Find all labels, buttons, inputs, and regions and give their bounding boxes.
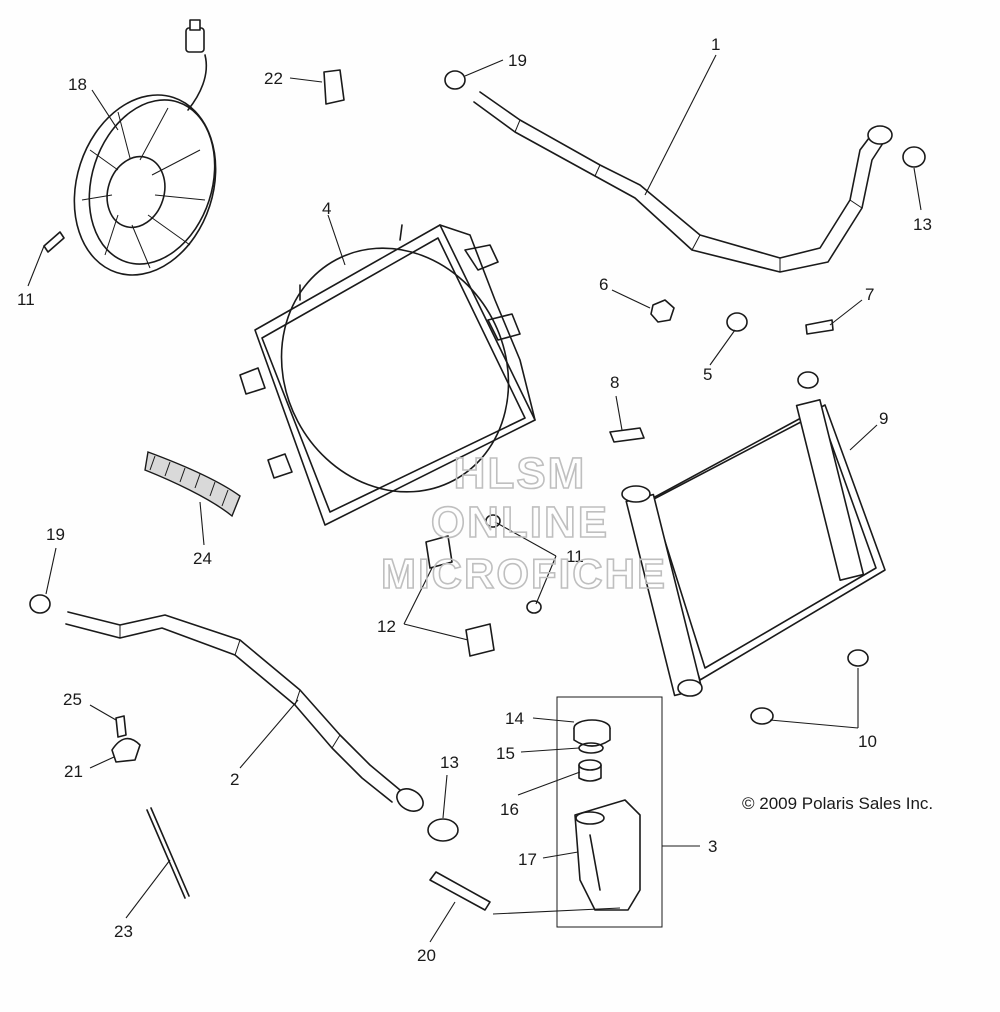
callout-18: 18 — [68, 75, 87, 94]
part-clamp-13-bottom — [427, 818, 459, 842]
callout-10: 10 — [858, 732, 877, 751]
part-clip-22 — [323, 69, 345, 105]
part-clamp-19-top — [444, 70, 466, 90]
part-upper-hose — [473, 91, 893, 273]
callout-1: 1 — [711, 35, 720, 54]
watermark: HLSM ONLINE MICROFICHE — [380, 448, 667, 598]
callout-labels: 1 2 3 4 5 6 7 8 9 10 11 11 12 13 13 14 1… — [17, 35, 932, 965]
callout-13-bottom: 13 — [440, 753, 459, 772]
part-seal-8 — [609, 427, 645, 443]
part-bolt-11-fan — [43, 231, 65, 253]
callout-11-center: 11 — [566, 547, 584, 566]
callout-25: 25 — [63, 690, 82, 709]
callout-11-fan: 11 — [17, 290, 35, 309]
part-screw-25 — [115, 715, 127, 738]
part-cable-tie — [146, 809, 186, 899]
part-overflow-tube — [429, 871, 491, 911]
callout-14: 14 — [505, 709, 524, 728]
part-coolant-reservoir — [556, 696, 663, 928]
callout-7: 7 — [865, 285, 874, 304]
callout-3: 3 — [708, 837, 717, 856]
part-clamp-19-left — [29, 594, 51, 614]
callout-17: 17 — [518, 850, 537, 869]
part-reservoir-cap — [573, 719, 611, 747]
callout-23: 23 — [114, 922, 133, 941]
callout-2: 2 — [230, 770, 239, 789]
part-fan-shroud — [239, 224, 536, 526]
callout-24: 24 — [193, 549, 212, 568]
part-nut-6 — [650, 299, 675, 323]
watermark-line-3: MICROFICHE — [381, 550, 667, 597]
part-clamp-13-top — [902, 146, 926, 168]
part-clip-21 — [111, 737, 141, 763]
callout-19-left: 19 — [46, 525, 65, 544]
callout-5: 5 — [703, 365, 712, 384]
copyright-notice: © 2009 Polaris Sales Inc. — [742, 794, 933, 813]
part-lower-hose — [65, 611, 424, 812]
part-bracket-12 — [425, 535, 495, 657]
part-foam-strip — [144, 451, 241, 518]
part-cable-tie-edge — [150, 807, 190, 897]
callout-19-top: 19 — [508, 51, 527, 70]
part-bolt-7 — [805, 319, 834, 335]
watermark-line-1: HLSM — [454, 449, 587, 498]
part-cooling-fan — [73, 19, 217, 276]
callout-13-top: 13 — [913, 215, 932, 234]
part-radiator — [621, 371, 886, 697]
callout-16: 16 — [500, 800, 519, 819]
part-grommet-5 — [726, 312, 748, 332]
part-grommet-10-top — [847, 649, 869, 667]
callout-21: 21 — [64, 762, 83, 781]
callout-20: 20 — [417, 946, 436, 965]
callout-15: 15 — [496, 744, 515, 763]
callout-9: 9 — [879, 409, 888, 428]
watermark-line-2: ONLINE — [431, 498, 609, 547]
part-filler-neck — [578, 759, 602, 782]
callout-8: 8 — [610, 373, 619, 392]
callout-6: 6 — [599, 275, 608, 294]
callout-22: 22 — [264, 69, 283, 88]
callout-12: 12 — [377, 617, 396, 636]
callout-4: 4 — [322, 199, 331, 218]
part-bolt-11-center — [485, 514, 542, 614]
part-grommet-10-bottom — [750, 707, 774, 725]
leader-lines — [27, 54, 922, 943]
